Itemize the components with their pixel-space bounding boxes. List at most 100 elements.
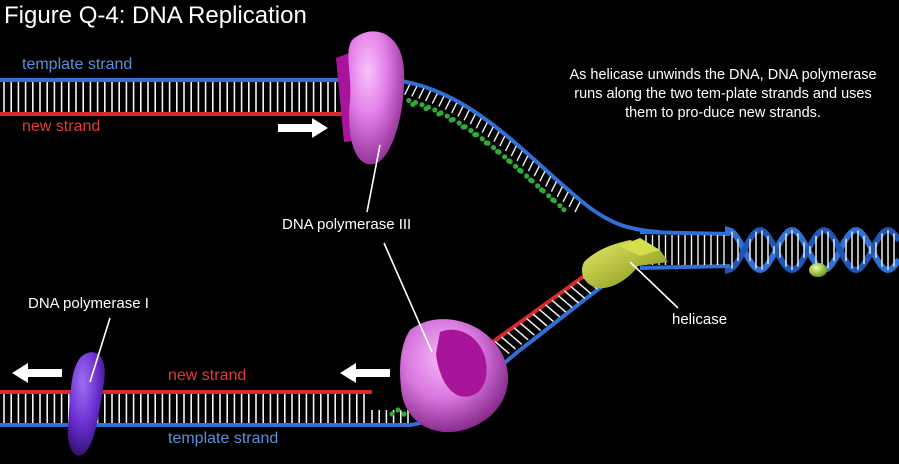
base-pair-rung: [493, 131, 500, 142]
nucleotide: [438, 110, 444, 116]
bottom-template-strand-label: template strand: [168, 430, 279, 447]
base-pair-rung: [451, 102, 458, 114]
nucleotide: [412, 99, 419, 106]
dna-polymerase-i-label: DNA polymerase I: [28, 295, 149, 312]
helicase-label: helicase: [672, 311, 728, 328]
base-pair-rung: [545, 304, 561, 318]
top-template-strand-label: template strand: [22, 56, 133, 73]
parent-double-helix: [725, 225, 899, 277]
callout-lines: [89, 144, 679, 383]
base-pair-rung: [576, 281, 592, 295]
base-pair-rung: [556, 186, 563, 198]
nucleotide: [518, 168, 524, 174]
dna-polymerase-iii-label: DNA polymerase III: [282, 216, 412, 233]
base-pair-rung: [444, 99, 451, 110]
base-pair-rung: [533, 165, 540, 177]
base-pair-rung: [469, 113, 476, 125]
base-pair-rung: [487, 126, 494, 138]
base-pair-rung: [532, 313, 548, 327]
bottom-new-strand-label: new strand: [168, 367, 247, 384]
base-pair-rung: [494, 341, 510, 355]
top-fork-base-pairs: [389, 81, 581, 213]
nucleotide: [561, 207, 567, 213]
base-pair-rung: [545, 176, 552, 187]
nucleotide: [524, 173, 530, 179]
base-pair-rung: [538, 308, 554, 322]
base-pair-rung: [481, 122, 488, 133]
nucleotide: [389, 411, 395, 417]
nucleotide: [490, 145, 497, 151]
nucleotide: [546, 193, 552, 199]
base-pair-rung: [557, 295, 573, 309]
base-pair-rung: [463, 109, 470, 121]
nucleotide: [513, 163, 519, 169]
free-nucleotides-top: [406, 97, 567, 213]
fork-upper-strand: [639, 230, 731, 236]
base-pair-rung: [418, 88, 425, 99]
arrow-left-icon: [12, 363, 62, 383]
figure-caption: As helicase unwinds the DNA, DNA polymer…: [569, 67, 877, 121]
base-pair-rung: [564, 290, 579, 304]
base-pair-rung: [562, 191, 569, 203]
base-pair-rung: [550, 181, 558, 192]
base-pair-rung: [513, 327, 529, 341]
base-pair-rung: [568, 196, 575, 208]
helix-marker-ball: [809, 263, 827, 277]
nucleotide: [406, 97, 412, 104]
pol3-top-leader: [366, 144, 381, 213]
nucleotide: [502, 154, 508, 160]
nucleotide: [468, 128, 474, 134]
nucleotide: [479, 136, 485, 142]
base-pair-rung: [504, 140, 512, 152]
figure-title: Figure Q-4: DNA Replication: [4, 2, 307, 29]
base-pair-rung: [526, 318, 542, 332]
pol1-leader: [89, 317, 111, 383]
bottom-base-pairs: [3, 394, 409, 423]
nucleotide: [395, 407, 401, 413]
base-pair-rung: [510, 145, 517, 157]
top-duplex: [0, 78, 345, 116]
nucleotide: [462, 124, 468, 130]
dna-polymerase-iii-bottom: [400, 319, 509, 433]
base-pair-rung: [424, 90, 432, 102]
base-pair-rung: [539, 170, 546, 182]
fork-lower-strand: [639, 264, 731, 270]
nucleotide: [401, 411, 407, 417]
direction-arrows: [12, 118, 390, 383]
top-template-fork-strand: [394, 78, 661, 234]
nucleotide: [507, 158, 513, 165]
dna-polymerase-i: [67, 352, 105, 456]
nucleotide: [551, 198, 557, 204]
nucleotide: [456, 120, 462, 126]
top-new-strand-label: new strand: [22, 118, 101, 135]
nucleotide: [529, 178, 535, 184]
base-pair-rung: [431, 93, 438, 104]
base-pair-rung: [501, 336, 516, 350]
nucleotide: [535, 183, 541, 189]
nucleotide: [474, 132, 480, 138]
helicase-enzyme: [581, 238, 668, 289]
helicase-leader: [629, 261, 679, 309]
base-pair-rung: [507, 331, 523, 345]
base-pair-rung: [499, 135, 506, 147]
pol3-bottom-leader: [383, 242, 433, 353]
dna-polymerase-iii-top: [336, 31, 405, 165]
arrow-left-icon: [340, 363, 390, 383]
nucleotide: [540, 188, 546, 194]
base-pair-rung: [475, 117, 482, 129]
base-pair-rung: [522, 155, 529, 167]
helix-base-pairs: [731, 230, 895, 270]
base-pair-rung: [519, 322, 535, 336]
base-pair-rung: [404, 84, 411, 95]
nucleotide: [450, 116, 456, 123]
base-pair-rung: [411, 86, 418, 97]
arrow-right-icon: [278, 118, 328, 138]
nucleotide: [496, 149, 502, 155]
base-pair-rung: [574, 201, 581, 213]
top-base-pairs: [3, 82, 337, 112]
fork-base-pairs: [645, 235, 725, 265]
base-pair-rung: [438, 96, 445, 107]
nucleotide: [557, 203, 563, 209]
nucleotide: [485, 140, 491, 146]
